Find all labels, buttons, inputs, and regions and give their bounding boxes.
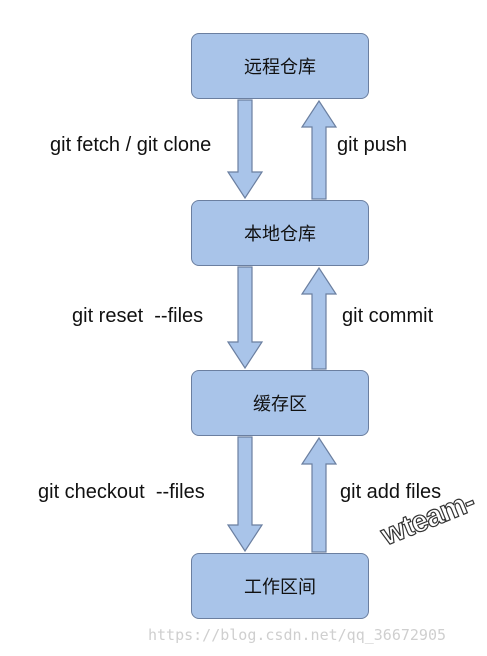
label-checkout: git checkout --files bbox=[38, 481, 205, 503]
label-add: git add files bbox=[340, 481, 442, 503]
arrow-push bbox=[300, 99, 338, 200]
staging-area-box: 缓存区 bbox=[191, 370, 369, 436]
arrow-commit bbox=[300, 266, 338, 370]
workspace-label: 工作区间 bbox=[244, 577, 316, 598]
label-push: git push bbox=[337, 134, 408, 156]
arrow-fetch-clone bbox=[226, 99, 264, 200]
remote-repo-box: 远程仓库 bbox=[191, 33, 369, 99]
arrow-checkout bbox=[226, 436, 264, 553]
label-commit: git commit bbox=[342, 305, 434, 327]
label-fetch-clone: git fetch / git clone bbox=[50, 134, 212, 156]
local-repo-label: 本地仓库 bbox=[244, 224, 316, 245]
arrow-add bbox=[300, 436, 338, 553]
staging-area-label: 缓存区 bbox=[253, 394, 307, 415]
label-reset: git reset --files bbox=[72, 305, 204, 327]
local-repo-box: 本地仓库 bbox=[191, 200, 369, 266]
arrow-reset bbox=[226, 266, 264, 370]
remote-repo-label: 远程仓库 bbox=[244, 57, 316, 78]
watermark-url: https://blog.csdn.net/qq_36672905 bbox=[148, 626, 447, 644]
workspace-box: 工作区间 bbox=[191, 553, 369, 619]
